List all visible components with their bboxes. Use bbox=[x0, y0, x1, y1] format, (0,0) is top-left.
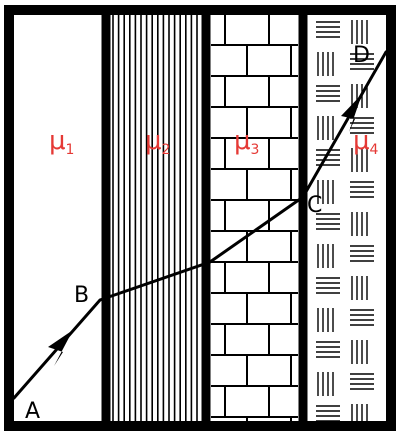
point-d-label: D bbox=[353, 43, 370, 68]
point-a-label: A bbox=[25, 399, 40, 424]
light-ray bbox=[12, 50, 388, 400]
medium-4-texture bbox=[316, 20, 374, 422]
outer-border bbox=[4, 5, 396, 431]
ray-arrows bbox=[48, 94, 362, 366]
medium-4-label: μ4 bbox=[353, 126, 379, 158]
frame bbox=[4, 5, 396, 431]
arrow-head-ab bbox=[48, 330, 73, 366]
medium-2-label: μ2 bbox=[145, 126, 170, 158]
point-c-label: C bbox=[307, 193, 322, 218]
ray-path bbox=[12, 50, 388, 400]
medium-2-texture bbox=[112, 14, 198, 422]
medium-3-texture bbox=[211, 13, 298, 422]
medium-1-label: μ1 bbox=[49, 126, 74, 158]
arrow-head-cd bbox=[341, 94, 362, 132]
point-b-label: B bbox=[74, 283, 89, 308]
medium-3-label: μ3 bbox=[234, 126, 259, 158]
